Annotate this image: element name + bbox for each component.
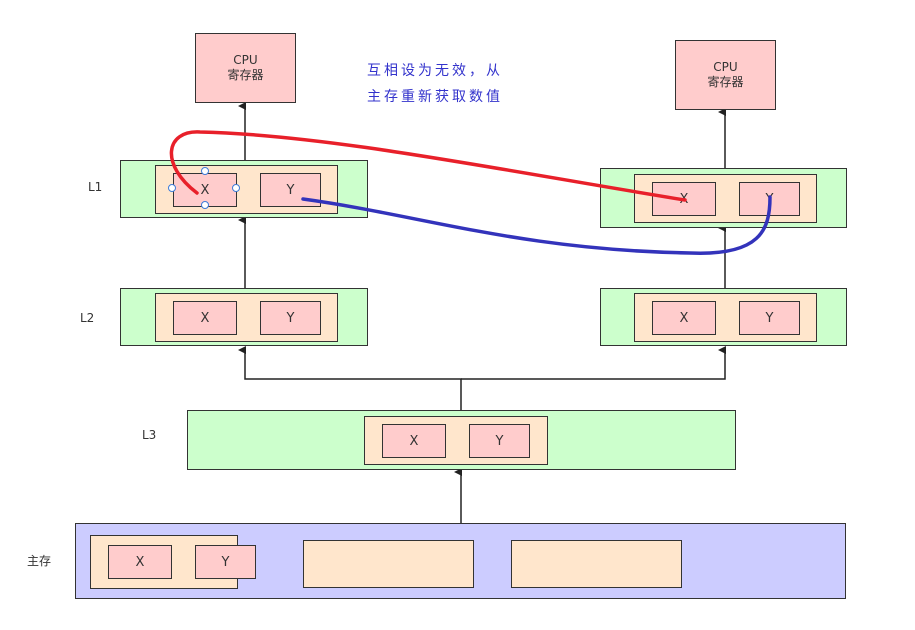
- l2-right-cell-y: Y: [739, 301, 800, 335]
- selection-handle-top[interactable]: [201, 167, 209, 175]
- selection-handle-left[interactable]: [168, 184, 176, 192]
- l2-left-cell-y: Y: [260, 301, 321, 335]
- arrow-l3-to-l2-right: [461, 346, 726, 380]
- l3-cache: X Y: [187, 410, 736, 470]
- l1-left-cell-y: Y: [260, 173, 321, 207]
- l2-left-cell-x: X: [173, 301, 237, 335]
- l1-cache-line-left: X Y: [155, 165, 338, 214]
- cpu-left: CPU 寄存器: [195, 33, 296, 103]
- arrow-l3-to-l2-left: [238, 346, 462, 410]
- red-invalidate-curve: [169, 130, 687, 202]
- cpu-right-register-label: 寄存器: [707, 75, 744, 89]
- l3-cell-x: X: [382, 424, 446, 458]
- cpu-right: CPU 寄存器: [675, 40, 776, 110]
- l2-cache-left: X Y: [120, 288, 368, 346]
- blue-invalidate-curve: [301, 195, 772, 255]
- invalidate-note: 互相设为无效，从 主存重新获取数值: [345, 58, 525, 110]
- level-label-l1: L1: [88, 180, 103, 194]
- l1-cache-right: X Y: [600, 168, 847, 228]
- invalidate-note-line1: 互相设为无效，从: [367, 63, 503, 79]
- selection-handle-bottom[interactable]: [201, 201, 209, 209]
- level-label-l3: L3: [142, 428, 157, 442]
- main-memory-cell-x: X: [108, 545, 172, 579]
- l1-cache-left: X Y: [120, 160, 368, 218]
- selection-handle-right[interactable]: [232, 184, 240, 192]
- l2-cache-line-left: X Y: [155, 293, 338, 342]
- l3-cache-line: X Y: [364, 416, 548, 465]
- cpu-right-label: CPU: [713, 60, 738, 74]
- l2-right-cell-x: X: [652, 301, 716, 335]
- cpu-left-label: CPU: [233, 53, 258, 67]
- l1-cache-line-right: X Y: [634, 174, 817, 223]
- main-memory: X Y: [75, 523, 846, 599]
- level-label-main-memory: 主存: [27, 554, 52, 568]
- l2-cache-line-right: X Y: [634, 293, 817, 342]
- cpu-left-register-label: 寄存器: [227, 68, 264, 82]
- main-memory-line-2: [303, 540, 474, 588]
- invalidate-note-line2: 主存重新获取数值: [367, 89, 503, 105]
- level-label-l2: L2: [80, 311, 95, 325]
- l2-cache-right: X Y: [600, 288, 847, 346]
- main-memory-line-1: X Y: [90, 535, 256, 589]
- main-memory-line-3: [511, 540, 682, 588]
- main-memory-cell-y: Y: [195, 545, 256, 579]
- l3-cell-y: Y: [469, 424, 530, 458]
